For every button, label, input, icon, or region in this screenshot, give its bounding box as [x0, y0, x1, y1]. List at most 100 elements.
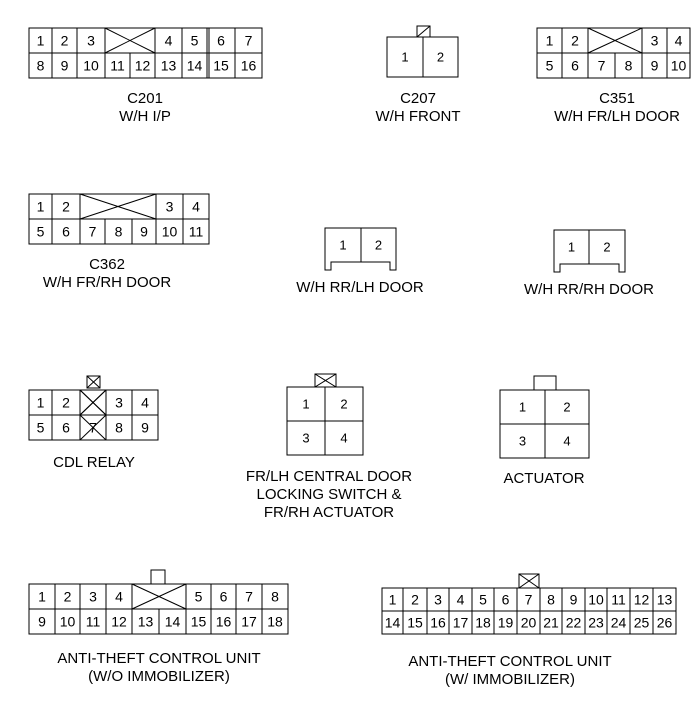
pin-9: 9 — [140, 224, 148, 240]
caption-line: ACTUATOR — [503, 470, 585, 487]
pin-3: 3 — [434, 592, 442, 608]
pin-8: 8 — [37, 58, 45, 74]
pin-5: 5 — [546, 58, 554, 74]
caption-line: (W/ IMMOBILIZER) — [445, 671, 575, 688]
caption-line: CDL RELAY — [53, 454, 135, 471]
caption-anti-theft-wo: ANTI-THEFT CONTROL UNIT(W/O IMMOBILIZER) — [9, 650, 309, 686]
key-tab — [150, 569, 166, 585]
caption-line: FR/LH CENTRAL DOOR — [245, 468, 413, 485]
pin-5: 5 — [191, 33, 199, 49]
pin-6: 6 — [220, 589, 228, 605]
pin-5: 5 — [479, 592, 487, 608]
key-tab — [533, 375, 557, 391]
pin-5: 5 — [37, 224, 45, 240]
pin-2: 2 — [375, 238, 382, 253]
pin-2: 2 — [64, 589, 72, 605]
pin-1: 1 — [401, 50, 408, 65]
pin-10: 10 — [671, 58, 687, 74]
pin-13: 13 — [657, 592, 673, 608]
pin-10: 10 — [60, 614, 76, 630]
pin-2: 2 — [340, 397, 347, 412]
pin-3: 3 — [115, 395, 123, 411]
caption-actuator: ACTUATOR — [394, 470, 694, 488]
pin-2: 2 — [571, 33, 579, 49]
pin-4: 4 — [675, 33, 683, 49]
pin-17: 17 — [453, 615, 469, 631]
pin-4: 4 — [457, 592, 465, 608]
pin-18: 18 — [267, 614, 283, 630]
caption-line: W/H FR/LH DOOR — [554, 108, 680, 125]
pin-1: 1 — [568, 240, 575, 255]
caption-line: C362 — [89, 256, 125, 273]
pin-1: 1 — [37, 199, 45, 215]
pin-11: 11 — [110, 58, 125, 74]
pin-13: 13 — [138, 614, 154, 630]
pin-4: 4 — [340, 431, 347, 446]
pin-19: 19 — [498, 615, 514, 631]
pin-2: 2 — [603, 240, 610, 255]
caption-rr-lh-door: W/H RR/LH DOOR — [210, 279, 510, 297]
pin-7: 7 — [245, 33, 253, 49]
pin-16: 16 — [430, 615, 446, 631]
caption-line: C201 — [127, 90, 163, 107]
pin-24: 24 — [611, 615, 627, 631]
pin-15: 15 — [213, 58, 229, 74]
pin-9: 9 — [38, 614, 46, 630]
pin-1: 1 — [519, 400, 526, 415]
pin-1: 1 — [37, 33, 45, 49]
pin-16: 16 — [216, 614, 232, 630]
pin-12: 12 — [634, 592, 650, 608]
pin-6: 6 — [62, 224, 70, 240]
pin-17: 17 — [241, 614, 257, 630]
caption-anti-theft-w: ANTI-THEFT CONTROL UNIT(W/ IMMOBILIZER) — [360, 653, 660, 689]
pin-16: 16 — [241, 58, 257, 74]
pin-12: 12 — [111, 614, 127, 630]
pin-3: 3 — [302, 431, 309, 446]
pin-1: 1 — [546, 33, 554, 49]
pin-8: 8 — [115, 224, 123, 240]
pin-11: 11 — [189, 224, 204, 240]
pin-4: 4 — [115, 589, 123, 605]
caption-line: C351 — [599, 90, 635, 107]
pin-1: 1 — [339, 238, 346, 253]
pin-14: 14 — [165, 614, 181, 630]
caption-line: (W/O IMMOBILIZER) — [88, 668, 230, 685]
pin-10: 10 — [162, 224, 178, 240]
pin-3: 3 — [519, 434, 526, 449]
pin-2: 2 — [437, 50, 444, 65]
caption-line: C207 — [400, 90, 436, 107]
pin-6: 6 — [217, 33, 225, 49]
pin-11: 11 — [611, 592, 626, 608]
pin-11: 11 — [86, 614, 101, 630]
pin-7: 7 — [525, 592, 533, 608]
caption-line: LOCKING SWITCH & — [256, 486, 402, 503]
pin-9: 9 — [61, 58, 69, 74]
pin-21: 21 — [543, 615, 559, 631]
pin-1: 1 — [302, 397, 309, 412]
pin-7: 7 — [89, 224, 97, 240]
pin-8: 8 — [625, 58, 633, 74]
pin-3: 3 — [651, 33, 659, 49]
pin-6: 6 — [571, 58, 579, 74]
pin-6: 6 — [62, 420, 70, 436]
pin-1: 1 — [389, 592, 397, 608]
pin-4: 4 — [192, 199, 200, 215]
pin-9: 9 — [651, 58, 659, 74]
pin-2: 2 — [62, 199, 70, 215]
caption-line: W/H RR/RH DOOR — [524, 281, 654, 298]
caption-line: W/H I/P — [119, 108, 171, 125]
caption-line: ANTI-THEFT CONTROL UNIT — [57, 650, 261, 667]
pin-15: 15 — [191, 614, 207, 630]
pin-4: 4 — [141, 395, 149, 411]
